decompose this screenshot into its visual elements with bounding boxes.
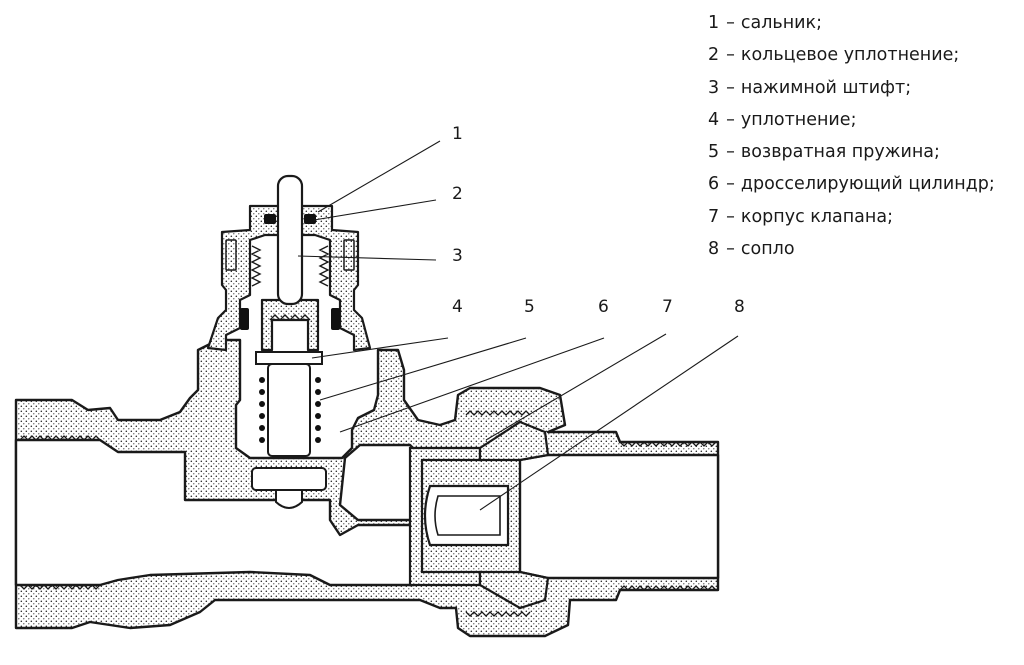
callout-6: 6 bbox=[598, 297, 609, 317]
ring-seal-top-left bbox=[264, 214, 276, 224]
outlet-bore bbox=[518, 453, 720, 580]
leader-5 bbox=[319, 337, 527, 401]
legend-item: 5–возвратная пружина; bbox=[708, 139, 995, 171]
seal-right bbox=[331, 308, 340, 330]
union-nut-wedge-bottom bbox=[478, 570, 550, 610]
leader-7 bbox=[485, 333, 667, 441]
legend-number: 8 bbox=[708, 239, 720, 260]
callout-3: 3 bbox=[452, 246, 463, 266]
legend-item: 2–кольцевое уплотнение; bbox=[708, 42, 995, 74]
piston-assembly bbox=[251, 351, 327, 509]
ring-seal-top-right bbox=[304, 214, 316, 224]
valve-chamber bbox=[338, 443, 422, 522]
legend-item: 8–сопло bbox=[708, 236, 995, 268]
callout-5: 5 bbox=[524, 297, 535, 317]
guide-sleeve bbox=[260, 298, 320, 352]
piston-stem bbox=[267, 363, 311, 457]
callout-labels: 1 2 3 4 5 6 7 8 bbox=[452, 124, 745, 317]
legend-item: 1–сальник; bbox=[708, 10, 995, 42]
legend-number: 4 bbox=[708, 109, 720, 130]
callout-2: 2 bbox=[452, 184, 463, 204]
legend-number: 2 bbox=[708, 45, 720, 66]
seal-left bbox=[240, 308, 249, 330]
legend-text: сальник; bbox=[740, 13, 823, 33]
leader-2 bbox=[313, 199, 437, 221]
callout-8: 8 bbox=[734, 297, 745, 317]
legend-number: 6 bbox=[708, 174, 720, 195]
legend-number: 1 bbox=[708, 13, 720, 33]
return-spring bbox=[259, 377, 321, 443]
throttle-cylinder bbox=[408, 420, 550, 610]
legend-item: 7–корпус клапана; bbox=[708, 204, 995, 236]
inlet-threads bbox=[19, 410, 717, 617]
legend-text: сопло bbox=[740, 239, 795, 260]
seals bbox=[225, 214, 355, 330]
press-pin bbox=[276, 174, 304, 306]
legend-dash: – bbox=[726, 174, 735, 195]
valve-bonnet bbox=[206, 204, 372, 352]
leader-4 bbox=[311, 337, 449, 359]
union-nut-wedge-top bbox=[478, 420, 550, 462]
callout-4: 4 bbox=[452, 297, 463, 317]
legend-text: возвратная пружина; bbox=[740, 142, 940, 163]
legend-text: дросселирующий цилиндр; bbox=[740, 174, 995, 195]
leader-lines bbox=[297, 140, 739, 511]
valve-nose bbox=[275, 489, 303, 509]
bonnet-housing bbox=[206, 204, 372, 352]
leader-1 bbox=[317, 140, 441, 213]
legend-number: 7 bbox=[708, 206, 720, 227]
legend-item: 6–дросселирующий цилиндр; bbox=[708, 171, 995, 203]
callout-7: 7 bbox=[662, 297, 673, 317]
legend-dash: – bbox=[726, 206, 735, 227]
callout-1: 1 bbox=[452, 124, 463, 144]
pin-rod bbox=[276, 174, 304, 306]
legend-number: 3 bbox=[708, 77, 720, 98]
legend-text: уплотнение; bbox=[740, 109, 857, 130]
valve-disc bbox=[251, 467, 327, 491]
legend-text: кольцевое уплотнение; bbox=[740, 45, 960, 66]
leader-6 bbox=[339, 337, 605, 433]
side-seal-right bbox=[343, 239, 355, 271]
legend-item: 4–уплотнение; bbox=[708, 107, 995, 139]
legend-dash: – bbox=[726, 109, 735, 130]
side-seal-left bbox=[225, 239, 237, 271]
legend-item: 3–нажимной штифт; bbox=[708, 75, 995, 107]
bonnet-springs bbox=[250, 245, 330, 321]
legend-dash: – bbox=[726, 239, 735, 260]
leader-3 bbox=[297, 255, 437, 261]
legend-dash: – bbox=[726, 142, 735, 163]
leader-8 bbox=[479, 335, 739, 511]
legend-text: корпус клапана; bbox=[740, 206, 893, 227]
legend-number: 5 bbox=[708, 142, 720, 163]
legend-dash: – bbox=[726, 77, 735, 98]
legend-dash: – bbox=[726, 13, 735, 33]
legend-dash: – bbox=[726, 45, 735, 66]
legend-text: нажимной штифт; bbox=[740, 77, 912, 98]
parts-legend: 1–сальник; 2–кольцевое уплотнение; 3–наж… bbox=[708, 10, 995, 268]
nozzle-inner bbox=[434, 495, 501, 536]
valve-body bbox=[14, 338, 720, 638]
